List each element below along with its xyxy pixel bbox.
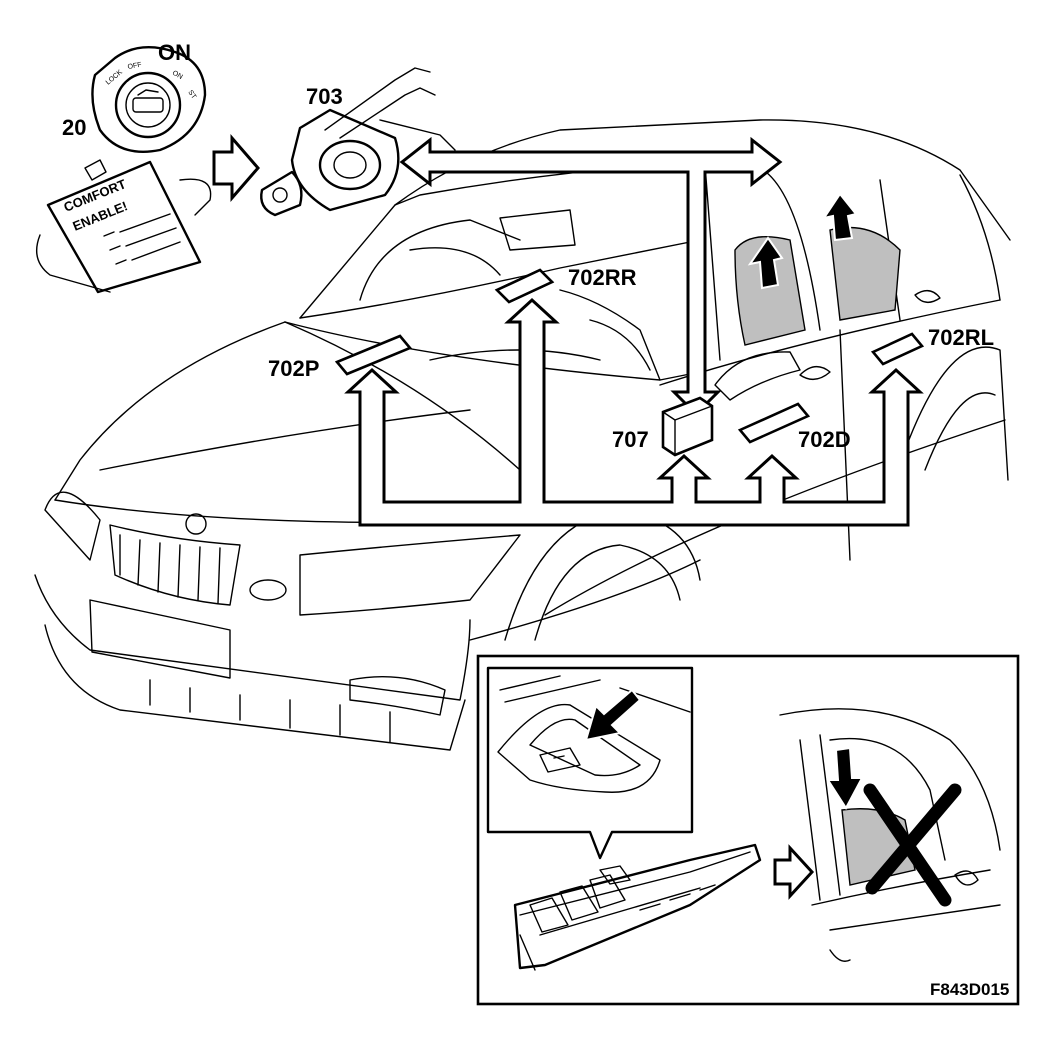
- central-module-707: [661, 396, 714, 457]
- bus-double-arrow-icon: [399, 136, 783, 417]
- ignition-position-st: ST: [186, 89, 197, 101]
- detail-inset-frame: [476, 654, 1020, 1006]
- window-up-arrow-icon: [747, 236, 784, 290]
- ignition-lock-illustration: [91, 46, 207, 153]
- figure-code: F843D015: [930, 980, 1009, 999]
- steering-module-illustration: [260, 67, 456, 217]
- window-module-d: [737, 402, 811, 444]
- ignition-lock-number: 20: [62, 115, 86, 140]
- inset-flow-arrow-icon: [773, 844, 815, 900]
- flow-arrow-icon: [212, 133, 260, 203]
- ignition-position-on: ON: [171, 70, 184, 81]
- ignition-position-lock: LOCK: [105, 69, 124, 87]
- window-module-p: [334, 334, 413, 376]
- signal-distribution-arrows: [344, 297, 924, 527]
- central-module-label: 707: [612, 427, 649, 452]
- ignition-position-off: OFF: [127, 62, 142, 71]
- window-module-rr-label: 702RR: [568, 265, 637, 290]
- ignition-on-label: ON: [158, 40, 191, 65]
- window-module-rl-label: 702RL: [928, 325, 994, 350]
- window-module-d-label: 702D: [798, 427, 851, 452]
- inset-door-illustration: [779, 708, 1001, 962]
- window-up-arrow-icon: [821, 192, 858, 242]
- window-switch-unit: [513, 843, 762, 971]
- switch-zoom-inset: [486, 666, 694, 860]
- window-module-rr: [494, 268, 555, 304]
- window-module-rl: [870, 332, 925, 366]
- steering-module-label: 703: [306, 84, 343, 109]
- comfort-sign-illustration: [36, 159, 212, 294]
- window-module-p-label: 702P: [268, 356, 319, 381]
